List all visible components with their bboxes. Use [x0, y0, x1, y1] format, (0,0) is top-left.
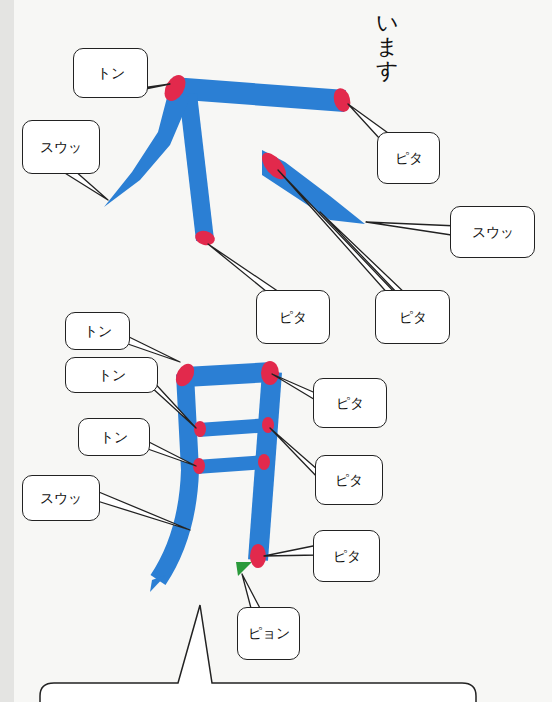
callout-text: トン [97, 65, 125, 82]
stop-mark [194, 229, 217, 248]
callout-box: ピタ [315, 455, 383, 505]
callout-box: トン [73, 48, 148, 98]
cut-off-text: す [376, 60, 399, 82]
callout-tail [60, 170, 108, 200]
brush-stroke [185, 372, 272, 377]
callout-tails [60, 84, 458, 612]
stop-mark [172, 361, 198, 390]
brush-stroke [198, 425, 270, 430]
callout-box: トン [78, 418, 150, 456]
callout-text: スウッ [40, 139, 82, 156]
stop-mark [331, 86, 353, 113]
callout-box: スウッ [450, 206, 535, 258]
callout-text: ピタ [335, 472, 363, 489]
callout-box: ピタ [375, 290, 450, 344]
stop-mark [261, 361, 279, 385]
callout-outline [40, 605, 476, 702]
callout-tail [94, 490, 190, 530]
stop-mark [194, 421, 206, 437]
callout-tail [366, 222, 458, 236]
brush-stroke [258, 372, 272, 560]
brush-stroke [172, 88, 345, 101]
callout-text: ピタ [279, 309, 307, 326]
cut-off-text: ま [376, 36, 399, 58]
callout-text: ピタ [333, 548, 361, 565]
paper-edge [0, 0, 14, 702]
callout-tail [264, 545, 318, 556]
callout-text: ピタ [336, 395, 364, 412]
brush-stroke [150, 575, 166, 592]
hook-mark [236, 562, 252, 576]
stop-mark [160, 71, 190, 104]
callout-box: ピタ [313, 378, 387, 428]
callout-text: トン [84, 323, 112, 340]
callout-box: トン [65, 357, 158, 393]
callout-tail [145, 440, 196, 466]
callout-text: トン [100, 429, 128, 446]
brush-stroke [196, 462, 266, 467]
callout-box: ピタ [377, 132, 440, 184]
callout-text: ピョン [248, 625, 290, 642]
callout-text: ピタ [399, 309, 427, 326]
callout-box: ピタ [256, 290, 330, 344]
callout-tail [320, 212, 408, 296]
callout-box: ピタ [313, 530, 380, 582]
callout-text: スウッ [472, 224, 514, 241]
brush-stroke [188, 94, 205, 240]
callout-text: スウッ [40, 490, 82, 507]
callout-box: ピョン [237, 607, 300, 660]
callout-tail [278, 170, 398, 296]
bottom-callout [40, 605, 476, 702]
cut-off-text: い [376, 12, 399, 34]
callout-tail [208, 244, 282, 296]
brush-stroke [104, 86, 190, 207]
callout-box: スウッ [22, 475, 100, 521]
kanji-tsuki [150, 361, 279, 592]
callout-text: ピタ [395, 150, 423, 167]
callout-tail [270, 428, 320, 480]
callout-box: スウッ [22, 120, 100, 174]
stop-mark [258, 454, 270, 470]
callout-box: トン [65, 312, 130, 350]
callout-text: トン [98, 367, 126, 384]
